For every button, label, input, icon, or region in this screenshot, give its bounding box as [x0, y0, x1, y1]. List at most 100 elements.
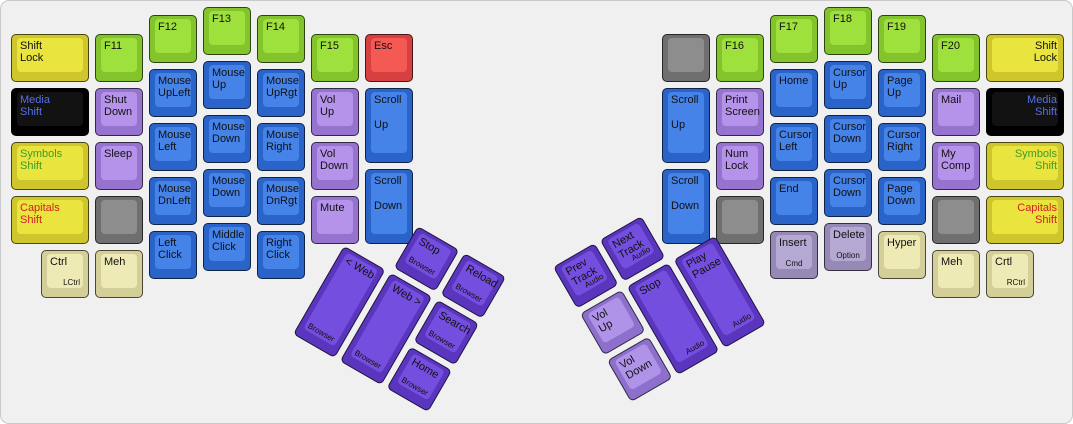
key-label: Stop — [637, 276, 664, 298]
key-scroll-up-left[interactable]: Scroll Up — [365, 88, 413, 163]
key-mouse-right[interactable]: Mouse Right — [257, 123, 305, 171]
key-label: Mouse Up — [212, 67, 246, 92]
key-scroll-up-right[interactable]: Scroll Up — [662, 88, 710, 163]
key-meh-left[interactable]: Meh — [95, 250, 143, 298]
key-f19[interactable]: F19 — [878, 15, 926, 63]
key-home-right[interactable]: Home — [770, 69, 818, 117]
key-label: F18 — [833, 13, 852, 25]
key-label: F11 — [104, 40, 123, 52]
key-symbols-shift-right[interactable]: Symbols Shift — [986, 142, 1064, 190]
key-label: Esc — [374, 40, 393, 52]
key-label: Shift Lock — [20, 40, 44, 65]
key-mouse-dnleft[interactable]: Mouse DnLeft — [149, 177, 197, 225]
key-scroll-down-left[interactable]: Scroll Down — [365, 169, 413, 244]
key-mouse-down-mid[interactable]: Mouse Down — [203, 115, 251, 163]
key-meh-right[interactable]: Meh — [932, 250, 980, 298]
key-label: End — [779, 183, 799, 195]
key-f14[interactable]: F14 — [257, 15, 305, 63]
key-mouse-dnrgt[interactable]: Mouse DnRgt — [257, 177, 305, 225]
key-f20[interactable]: F20 — [932, 34, 980, 82]
key-label: F12 — [158, 21, 177, 33]
key-sublabel: RCtrl — [1006, 278, 1025, 287]
key-label: Capitals Shift — [1017, 202, 1057, 227]
key-label: Capitals Shift — [20, 202, 60, 227]
key-num-lock[interactable]: Num Lock — [716, 142, 764, 190]
key-hyper[interactable]: Hyper — [878, 231, 926, 279]
key-sublabel: Browser — [306, 321, 337, 344]
key-capitals-shift-left[interactable]: Capitals Shift — [11, 196, 89, 244]
key-mute[interactable]: Mute — [311, 196, 359, 244]
key-cursor-down-mid[interactable]: Cursor Down — [824, 115, 872, 163]
key-label: Print Screen — [725, 94, 760, 119]
key-label: Cursor Up — [833, 67, 867, 92]
key-my-comp[interactable]: My Comp — [932, 142, 980, 190]
key-esc[interactable]: Esc — [365, 34, 413, 82]
key-f17[interactable]: F17 — [770, 15, 818, 63]
key-cursor-left[interactable]: Cursor Left — [770, 123, 818, 171]
key-sublabel: Audio — [730, 311, 753, 330]
key-label: Vol Up — [590, 306, 616, 336]
key-mail[interactable]: Mail — [932, 88, 980, 136]
key-blank-left[interactable] — [95, 196, 143, 244]
key-label: My Comp — [941, 148, 971, 173]
key-label: F17 — [779, 21, 798, 33]
key-left-click[interactable]: Left Click — [149, 231, 197, 279]
key-cursor-up[interactable]: Cursor Up — [824, 61, 872, 109]
key-vol-down-left[interactable]: Vol Down — [311, 142, 359, 190]
key-shift-lock-right[interactable]: Shift Lock — [986, 34, 1064, 82]
key-label: Mouse UpRgt — [266, 75, 300, 100]
key-middle-click[interactable]: Middle Click — [203, 223, 251, 271]
key-mouse-down-low[interactable]: Mouse Down — [203, 169, 251, 217]
key-scroll-down-right[interactable]: Scroll Down — [662, 169, 710, 244]
key-page-down[interactable]: Page Down — [878, 177, 926, 225]
key-label: Vol Up — [320, 94, 336, 119]
key-media-shift-right[interactable]: Media Shift — [986, 88, 1064, 136]
key-right-click[interactable]: Right Click — [257, 231, 305, 279]
key-shift-lock-left[interactable]: Shift Lock — [11, 34, 89, 82]
key-cursor-down-low[interactable]: Cursor Down — [824, 169, 872, 217]
key-print-screen[interactable]: Print Screen — [716, 88, 764, 136]
key-f13[interactable]: F13 — [203, 7, 251, 55]
key-symbols-shift-left[interactable]: Symbols Shift — [11, 142, 89, 190]
key-cursor-right[interactable]: Cursor Right — [878, 123, 926, 171]
key-label: Cursor Down — [833, 121, 867, 146]
key-label: Crtl — [995, 256, 1013, 268]
key-label: Mouse UpLeft — [158, 75, 192, 100]
key-page-up[interactable]: Page Up — [878, 69, 926, 117]
key-label: Mouse Down — [212, 175, 246, 200]
key-blank-right-top[interactable] — [662, 34, 710, 82]
key-label: Delete — [833, 229, 865, 241]
key-f16[interactable]: F16 — [716, 34, 764, 82]
key-end[interactable]: End — [770, 177, 818, 225]
key-label: Stop — [416, 235, 443, 258]
key-blank-right-mid[interactable] — [716, 196, 764, 244]
key-label: Meh — [104, 256, 126, 268]
key-label: Scroll Down — [374, 175, 403, 212]
key-label: Home — [409, 356, 441, 382]
key-mouse-up[interactable]: Mouse Up — [203, 61, 251, 109]
key-f18[interactable]: F18 — [824, 7, 872, 55]
key-blank-right-bottom[interactable] — [932, 196, 980, 244]
key-mouse-uprgt[interactable]: Mouse UpRgt — [257, 69, 305, 117]
key-vol-up-left[interactable]: Vol Up — [311, 88, 359, 136]
key-shut-down[interactable]: Shut Down — [95, 88, 143, 136]
key-label: F15 — [320, 40, 339, 52]
key-label: Vol Down — [617, 353, 655, 383]
key-label: Mouse DnRgt — [266, 183, 300, 208]
key-label: Home — [779, 75, 809, 87]
key-label: F16 — [725, 40, 744, 52]
key-capitals-shift-right[interactable]: Capitals Shift — [986, 196, 1064, 244]
key-f11[interactable]: F11 — [95, 34, 143, 82]
key-sleep[interactable]: Sleep — [95, 142, 143, 190]
key-label: Right Click — [266, 237, 292, 262]
key-media-shift-left[interactable]: Media Shift — [11, 88, 89, 136]
key-label: Media Shift — [1027, 94, 1057, 119]
key-f12[interactable]: F12 — [149, 15, 197, 63]
key-mouse-upleft[interactable]: Mouse UpLeft — [149, 69, 197, 117]
key-mouse-left[interactable]: Mouse Left — [149, 123, 197, 171]
key-f15[interactable]: F15 — [311, 34, 359, 82]
